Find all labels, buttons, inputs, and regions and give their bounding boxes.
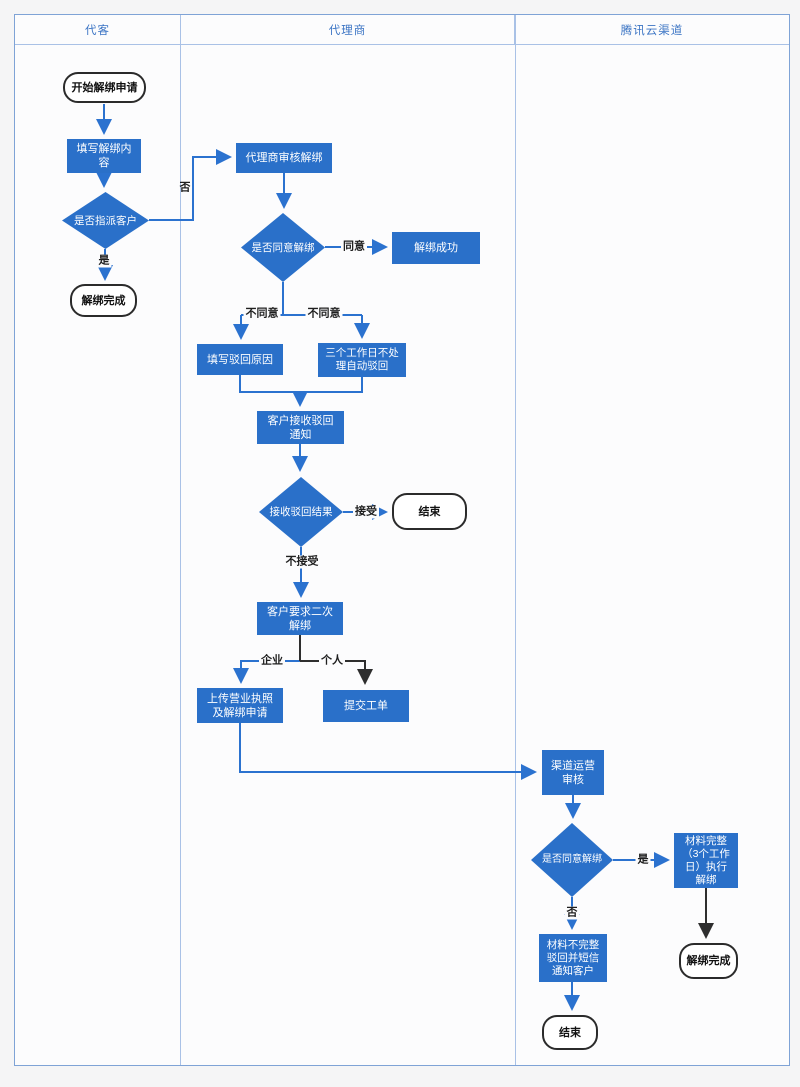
- node-unbind-success: 解绑成功: [392, 232, 480, 264]
- node-unbind-done-2: 解绑完成: [679, 943, 738, 979]
- node-submit-ticket: 提交工单: [323, 690, 409, 722]
- node-upload-license: 上传营业执照 及解绑申请: [197, 688, 283, 723]
- edge-label-enterprise: 企业: [259, 654, 285, 668]
- node-unbind-done-1: 解绑完成: [70, 284, 137, 317]
- swimlane-table: 代客 代理商 腾讯云渠道: [14, 14, 790, 1066]
- node-end-2: 结束: [542, 1015, 598, 1050]
- node-channel-review: 渠道运营 审核: [542, 750, 604, 795]
- lane-divider-2: [515, 15, 516, 1065]
- edge-label-personal: 个人: [319, 654, 345, 668]
- edge-label-yes-2: 是: [635, 853, 651, 867]
- node-agent-review: 代理商审核解绑: [236, 143, 332, 173]
- edge-label-no-2: 否: [564, 906, 580, 920]
- edge-label-no-1: 否: [179, 181, 191, 194]
- lane-header-customer: 代客: [85, 25, 110, 37]
- node-fill-reject-reason: 填写驳回原因: [197, 344, 283, 375]
- edge-label-yes-1: 是: [96, 254, 112, 268]
- lane-header-agent: 代理商: [180, 15, 515, 45]
- node-start: 开始解绑申请: [63, 72, 146, 103]
- edge-label-accept: 接受: [353, 505, 379, 519]
- lane-header-row: 代客 代理商 腾讯云渠道: [15, 15, 789, 45]
- edge-label-agree: 同意: [341, 240, 367, 254]
- edge-label-not-accept: 不接受: [283, 555, 321, 569]
- edge-label-disagree-right: 不同意: [305, 307, 343, 321]
- node-incomplete-reject: 材料不完整 驳回并短信 通知客户: [539, 934, 607, 982]
- node-fill-content: 填写解绑内 容: [67, 139, 141, 173]
- lane-header-tencent-channel: 腾讯云渠道: [620, 25, 684, 37]
- lane-divider-1: [180, 15, 181, 1065]
- node-complete-unbind: 材料完整 （3个工作 日）执行 解绑: [674, 833, 738, 888]
- node-second-unbind: 客户要求二次 解绑: [257, 602, 343, 635]
- node-receive-reject-notice: 客户接收驳回 通知: [257, 411, 344, 444]
- node-auto-reject: 三个工作日不处 理自动驳回: [318, 343, 406, 377]
- node-end-1: 结束: [392, 493, 467, 530]
- edge-label-disagree-left: 不同意: [243, 307, 281, 321]
